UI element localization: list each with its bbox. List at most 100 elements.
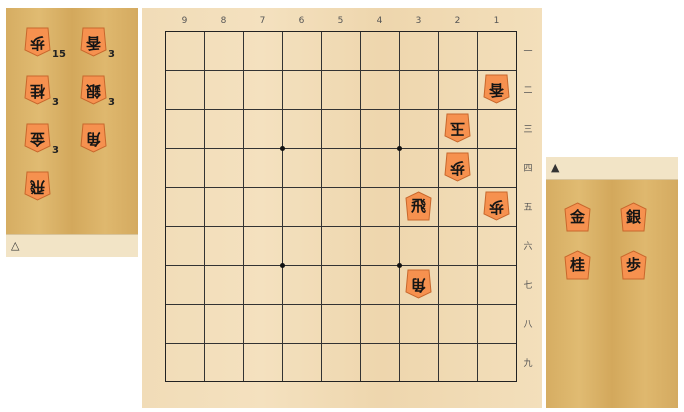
grid-line <box>166 226 516 227</box>
file-label: 3 <box>415 16 422 26</box>
piece-glyph: 角 <box>410 275 426 294</box>
piece-shape <box>80 123 107 153</box>
piece-glyph: 香 <box>488 80 504 99</box>
piece-shape <box>483 191 510 221</box>
gote-lance-piece[interactable]: 香 <box>483 73 510 105</box>
piece-glyph: 歩 <box>449 158 465 177</box>
piece-glyph: 金 <box>29 129 45 148</box>
file-label: 2 <box>454 16 461 26</box>
piece-glyph: 桂 <box>29 81 45 100</box>
rank-label: 二 <box>523 86 533 96</box>
sente-silver-piece[interactable]: 銀 <box>620 201 647 233</box>
file-label: 1 <box>493 16 500 26</box>
grid-line <box>477 32 478 381</box>
piece-shape <box>80 27 107 57</box>
rank-label: 八 <box>523 320 533 330</box>
star-point <box>397 146 402 151</box>
piece-shape <box>483 74 510 104</box>
piece-count: 3 <box>52 145 59 156</box>
gote-king-piece[interactable]: 玉 <box>444 112 471 144</box>
piece-shape <box>564 202 591 232</box>
grid-line <box>243 32 244 381</box>
piece-shape <box>444 113 471 143</box>
grid-line <box>399 32 400 381</box>
piece-glyph: 玉 <box>449 119 465 138</box>
gote-pawn-piece[interactable]: 歩 <box>444 151 471 183</box>
file-label: 4 <box>376 16 383 26</box>
gote-pawn-piece[interactable]: 歩 <box>24 26 51 58</box>
grid-line <box>166 70 516 71</box>
sente-knight-piece[interactable]: 桂 <box>564 249 591 281</box>
piece-shape <box>620 250 647 280</box>
piece-glyph: 銀 <box>625 207 641 226</box>
file-label: 9 <box>181 16 188 26</box>
rank-label: 七 <box>523 281 533 291</box>
rank-label: 三 <box>523 125 533 135</box>
gote-mark: △ <box>11 239 20 252</box>
file-label: 8 <box>220 16 227 26</box>
piece-shape <box>24 171 51 201</box>
piece-glyph: 飛 <box>29 177 45 196</box>
star-point <box>397 263 402 268</box>
board-grid <box>165 31 517 382</box>
sente-rook-piece[interactable]: 飛 <box>405 190 432 222</box>
piece-shape <box>405 191 432 221</box>
piece-shape <box>564 250 591 280</box>
piece-glyph: 銀 <box>85 81 101 100</box>
sente-pawn-piece[interactable]: 歩 <box>620 249 647 281</box>
grid-line <box>360 32 361 381</box>
piece-glyph: 金 <box>569 207 585 226</box>
grid-line <box>321 32 322 381</box>
gote-bishop-piece[interactable]: 角 <box>80 122 107 154</box>
piece-shape <box>405 269 432 299</box>
piece-shape <box>444 152 471 182</box>
gote-silver-piece[interactable]: 銀 <box>80 74 107 106</box>
star-point <box>280 263 285 268</box>
sente-piece-stand: ▲ 金 銀桂 歩 <box>546 157 678 408</box>
file-label: 6 <box>298 16 305 26</box>
gote-gold-piece[interactable]: 金 <box>24 122 51 154</box>
grid-line <box>166 109 516 110</box>
piece-count: 3 <box>108 97 115 108</box>
gote-turn-indicator: △ <box>6 234 138 257</box>
grid-line <box>204 32 205 381</box>
gote-lance-piece[interactable]: 香 <box>80 26 107 58</box>
grid-line <box>166 304 516 305</box>
file-label: 5 <box>337 16 344 26</box>
piece-shape <box>24 75 51 105</box>
rank-label: 六 <box>523 242 533 252</box>
gote-bishop-piece[interactable]: 角 <box>405 268 432 300</box>
piece-glyph: 歩 <box>488 197 504 216</box>
piece-shape <box>80 75 107 105</box>
piece-shape <box>24 123 51 153</box>
rank-label: 四 <box>523 164 533 174</box>
piece-glyph: 桂 <box>569 255 585 274</box>
grid-line <box>166 148 516 149</box>
grid-line <box>166 187 516 188</box>
piece-glyph: 角 <box>85 129 101 148</box>
grid-line <box>166 343 516 344</box>
piece-glyph: 歩 <box>29 33 45 52</box>
sente-turn-indicator: ▲ <box>546 157 678 180</box>
piece-count: 3 <box>108 49 115 60</box>
gote-rook-piece[interactable]: 飛 <box>24 170 51 202</box>
piece-count: 15 <box>52 49 66 60</box>
rank-label: 九 <box>523 359 533 369</box>
piece-count: 3 <box>52 97 59 108</box>
gote-knight-piece[interactable]: 桂 <box>24 74 51 106</box>
piece-glyph: 香 <box>85 33 101 52</box>
rank-label: 五 <box>523 203 533 213</box>
file-label: 7 <box>259 16 266 26</box>
piece-shape <box>24 27 51 57</box>
gote-pawn-piece[interactable]: 歩 <box>483 190 510 222</box>
piece-glyph: 飛 <box>410 196 426 215</box>
rank-label: 一 <box>523 47 533 57</box>
grid-line <box>282 32 283 381</box>
piece-shape <box>620 202 647 232</box>
piece-glyph: 歩 <box>625 255 641 274</box>
grid-line <box>438 32 439 381</box>
star-point <box>280 146 285 151</box>
sente-gold-piece[interactable]: 金 <box>564 201 591 233</box>
